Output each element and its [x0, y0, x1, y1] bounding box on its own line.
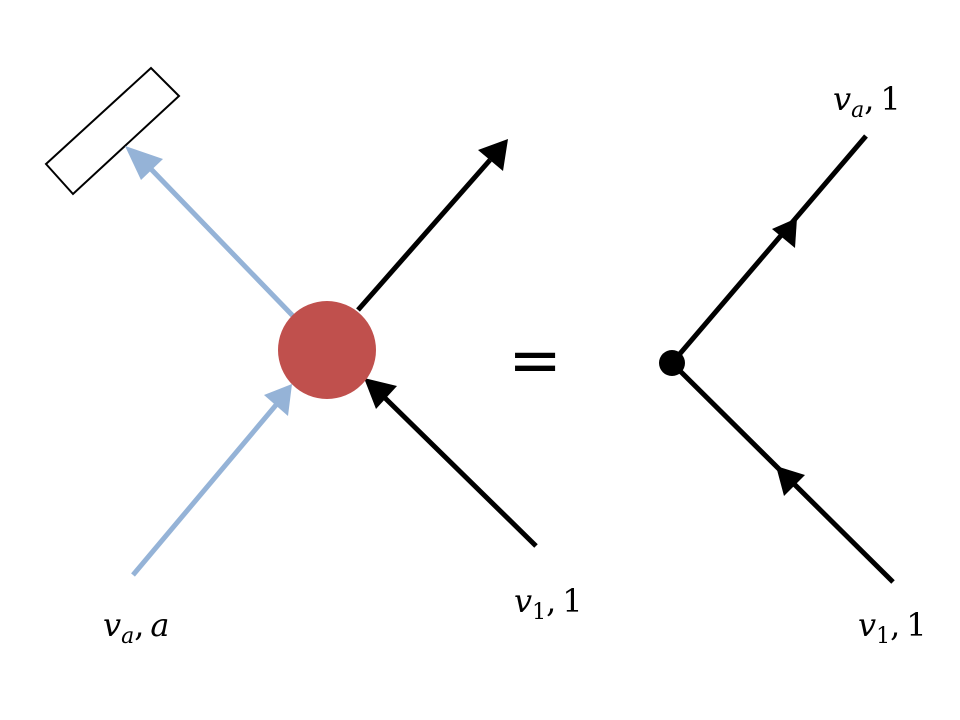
right-vertex-dot	[659, 350, 685, 376]
measurement-box	[44, 66, 181, 196]
black-outgoing-line	[356, 158, 492, 312]
blue-arrowhead-up-right	[264, 384, 292, 416]
blue-incoming-line	[131, 403, 278, 577]
blue-outgoing-line	[148, 166, 295, 318]
equals-sign: =	[508, 324, 562, 398]
label-right-top: va,1	[833, 80, 901, 123]
right-upper-arrowhead	[772, 218, 797, 248]
label-left-bottom: va,a	[103, 606, 169, 649]
label-left-right: v1,1	[514, 582, 583, 625]
black-arrowhead-up-left	[364, 378, 397, 409]
right-lower-arrowhead	[776, 466, 805, 496]
label-right-bottom: v1,1	[858, 606, 927, 649]
right-upper-line	[670, 134, 868, 365]
black-arrowhead-up-right	[478, 139, 508, 171]
black-incoming-line	[382, 395, 538, 548]
blue-arrowhead-up-left	[125, 146, 163, 180]
red-vertex	[278, 301, 376, 399]
